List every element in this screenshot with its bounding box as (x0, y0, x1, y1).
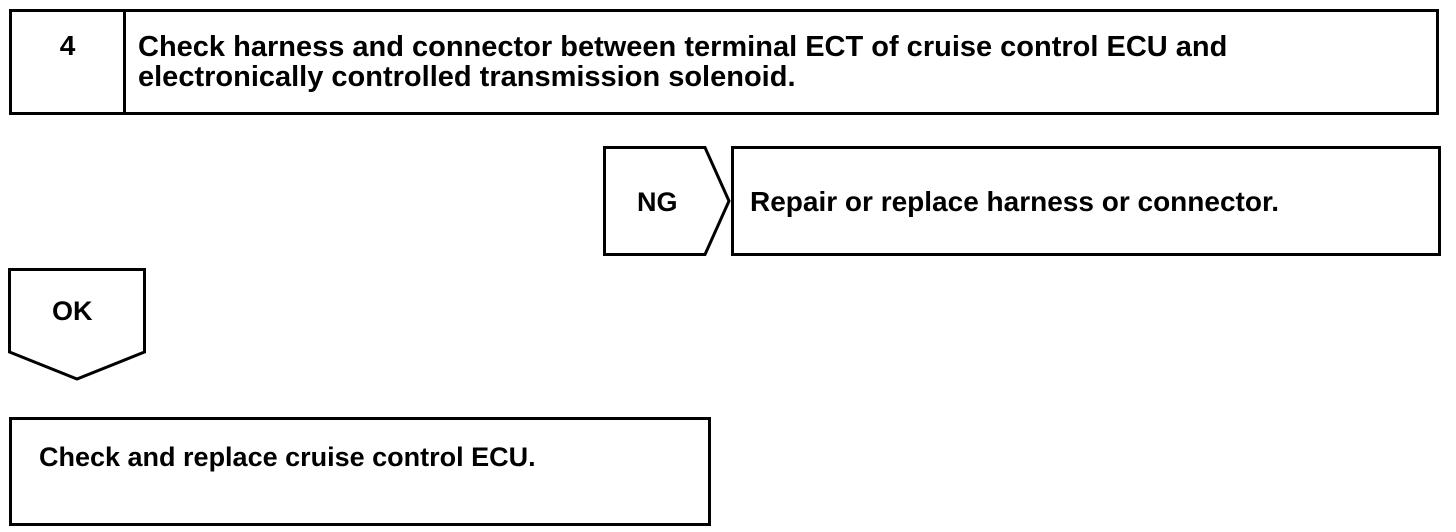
ng-action-text: Repair or replace harness or connector. (750, 186, 1280, 217)
ok-action-box: Check and replace cruise control ECU. (9, 417, 711, 526)
step-number: 4 (59, 30, 76, 61)
ok-action-text: Check and replace cruise control ECU. (39, 442, 536, 472)
step-header-box: 4 Check harness and connector between te… (9, 9, 1439, 115)
ok-arrow-shape (8, 268, 146, 381)
step-number-cell: 4 (12, 12, 126, 112)
ng-arrow-shape (603, 146, 731, 256)
step-title: Check harness and connector between term… (138, 31, 1228, 93)
ok-label: OK (52, 296, 93, 326)
ng-label: NG (637, 187, 678, 217)
ng-action-box: Repair or replace harness or connector. (731, 146, 1441, 256)
